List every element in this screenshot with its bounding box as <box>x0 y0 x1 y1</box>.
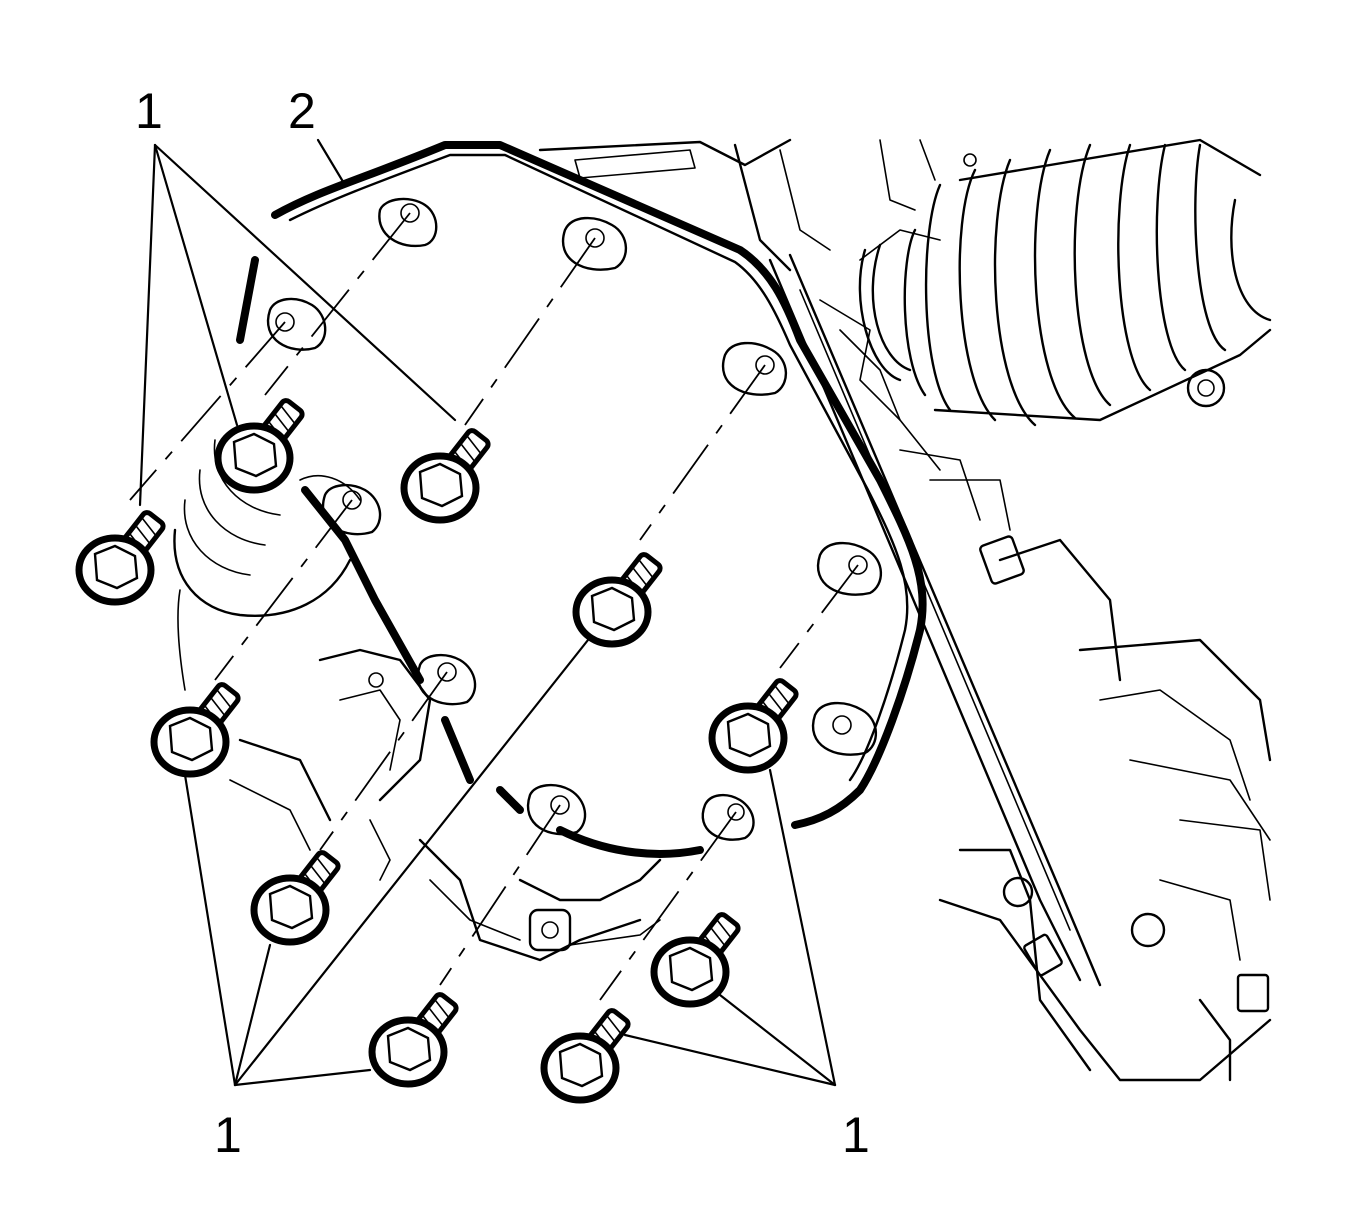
oil-pan-gasket <box>271 141 927 829</box>
bore-4 <box>721 341 788 396</box>
bolt-6 <box>708 678 799 774</box>
bore-1 <box>378 197 438 248</box>
transmission-housing <box>538 138 1272 1082</box>
bore-7 <box>416 653 477 706</box>
callout-1-bottom-right: 1 <box>842 1107 870 1163</box>
callout-2-top: 2 <box>288 83 316 139</box>
bolt-5 <box>150 682 241 778</box>
bore-5 <box>321 483 382 536</box>
bolt-8 <box>650 912 741 1008</box>
bore-2 <box>561 216 628 271</box>
bore-9 <box>526 783 587 836</box>
bore-3 <box>266 297 327 351</box>
bolt-3 <box>75 510 166 606</box>
bolt-bores <box>266 197 883 841</box>
bore-6 <box>816 541 883 596</box>
bolt-7 <box>250 850 341 946</box>
bolt-2 <box>400 428 491 524</box>
leader-lines <box>138 138 837 1087</box>
bolt-centerlines <box>129 212 859 1001</box>
bolts <box>75 398 799 1104</box>
bolt-9 <box>368 992 459 1088</box>
bore-8 <box>811 701 878 756</box>
bore-10 <box>701 793 755 841</box>
callout-1-top-left: 1 <box>135 83 163 139</box>
callouts: 1 2 1 1 <box>135 83 870 1163</box>
bolt-1 <box>214 398 305 494</box>
axle-cv-boot <box>858 138 1272 427</box>
callout-1-bottom-left: 1 <box>214 1107 242 1163</box>
bolt-10 <box>540 1008 631 1104</box>
bolt-4 <box>572 552 663 648</box>
